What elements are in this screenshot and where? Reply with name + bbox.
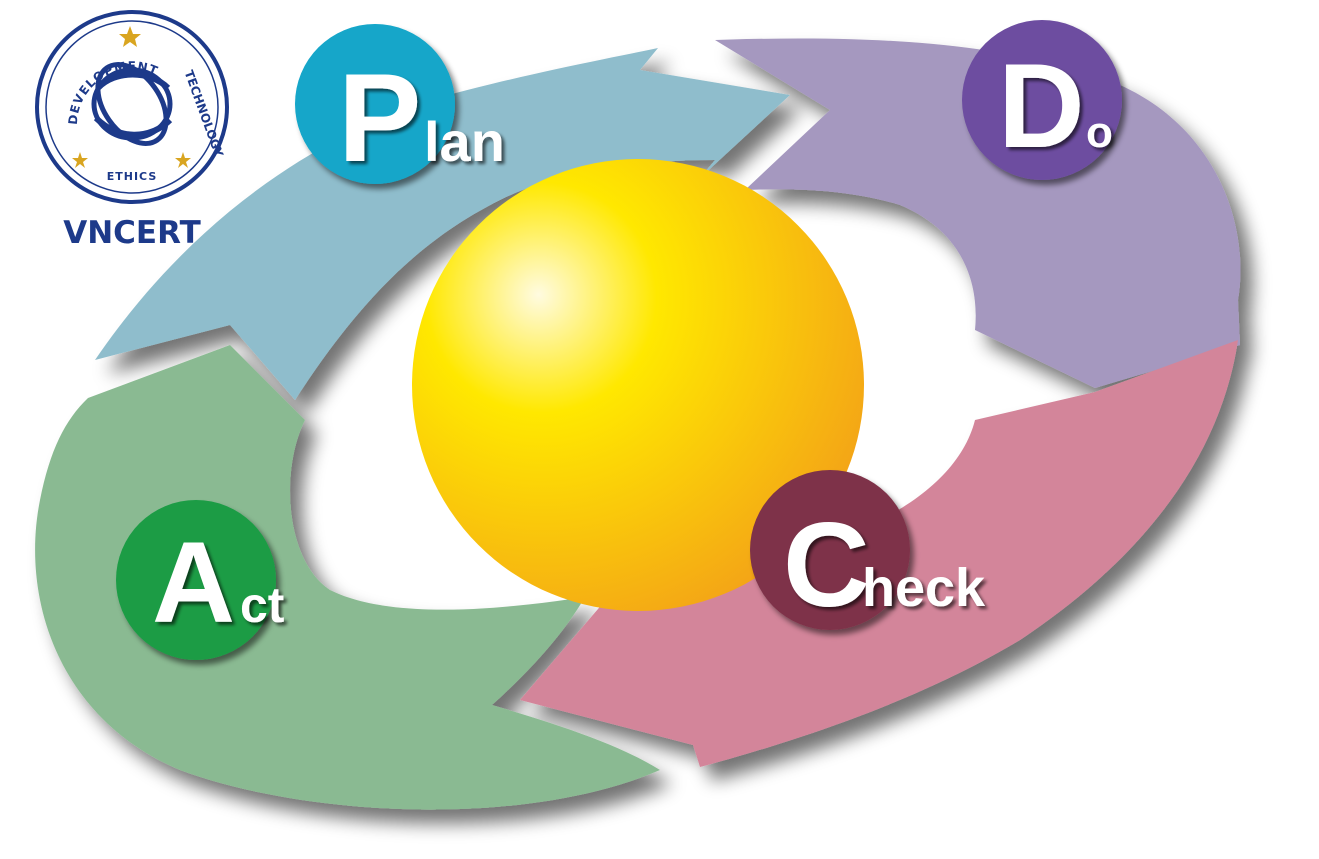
plan-badge: P lan xyxy=(295,24,505,188)
center-sphere xyxy=(412,159,864,611)
plan-initial: P xyxy=(338,49,421,188)
star-icon xyxy=(72,152,88,168)
check-circle xyxy=(750,470,910,630)
logo-name: VNCERT xyxy=(63,215,201,251)
do-rest: o xyxy=(1086,108,1113,157)
do-badge: D o xyxy=(962,20,1122,180)
act-arrow xyxy=(35,345,660,810)
check-rest: heck xyxy=(862,558,986,618)
star-icon xyxy=(119,26,141,47)
act-rest: ct xyxy=(240,577,285,633)
logo-inner-ring xyxy=(45,20,219,194)
logo-outer-ring xyxy=(35,10,229,204)
act-badge: A ct xyxy=(116,500,285,660)
check-initial: C xyxy=(783,498,870,632)
act-initial: A xyxy=(152,519,235,647)
globe-icon xyxy=(91,62,173,146)
plan-circle xyxy=(295,24,455,184)
check-badge: C heck xyxy=(750,470,986,632)
vncert-logo: DEVELOPMENT TECHNOLOGY ETHICS VNCERT xyxy=(35,10,229,251)
do-circle xyxy=(962,20,1122,180)
star-icon xyxy=(175,152,191,168)
cycle-arrows xyxy=(35,38,1241,810)
plan-rest: lan xyxy=(424,110,505,173)
do-initial: D xyxy=(998,39,1085,173)
logo-ring-bottom: ETHICS xyxy=(107,170,158,183)
act-circle xyxy=(116,500,276,660)
plan-arrow xyxy=(95,48,790,400)
